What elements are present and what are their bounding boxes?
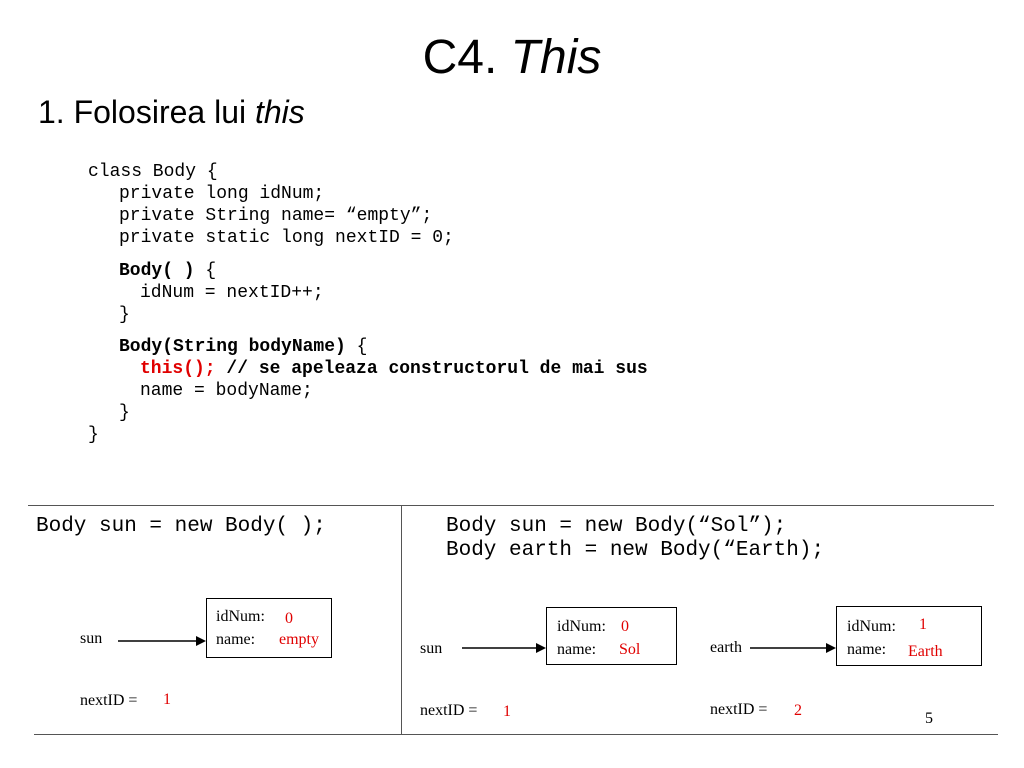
code-ctor2-signature: Body(String bodyName) { — [119, 336, 367, 358]
right-sun-name-label: name: — [557, 641, 597, 658]
right-sun-arrow-icon — [462, 643, 546, 653]
left-panel-code: Body sun = new Body( ); — [36, 515, 326, 538]
code-ctor2-this-line: this(); // se apeleaza constructorul de … — [140, 358, 648, 380]
table-bottom-divider — [34, 734, 998, 735]
ctor2-this-call: this(); — [140, 359, 216, 379]
ctor1-sig: Body( ) — [119, 261, 195, 281]
code-line-class: class Body { — [88, 162, 218, 182]
right-earth-object-box: idNum: 1 name: Earth — [836, 606, 982, 666]
title-prefix: C4. — [422, 31, 511, 84]
right-sun-nextid-label: nextID = — [420, 702, 478, 719]
left-sun-arrow-icon — [118, 636, 206, 646]
page-number: 5 — [925, 710, 933, 727]
right-earth-idnum-value: 1 — [919, 616, 927, 633]
code-ctor2-close: } — [119, 403, 130, 423]
left-nextid-value: 1 — [163, 691, 171, 708]
code-line-idnum: private long idNum; — [119, 184, 325, 204]
right-earth-arrow-icon — [750, 643, 836, 653]
right-earth-nextid-value: 2 — [794, 702, 802, 719]
right-earth-name-value: Earth — [908, 643, 943, 660]
code-line-name: private String name= “empty”; — [119, 206, 433, 226]
right-panel-code-line2: Body earth = new Body(“Earth); — [446, 539, 825, 562]
left-sun-label: sun — [80, 630, 103, 647]
code-class-close: } — [88, 425, 99, 445]
slide-title: C4. This — [0, 28, 1024, 88]
left-name-value: empty — [279, 631, 319, 648]
code-ctor1-close: } — [119, 305, 130, 325]
code-line-nextid: private static long nextID = 0; — [119, 228, 454, 248]
ctor2-sig: Body(String bodyName) — [119, 337, 346, 357]
right-sun-nextid-value: 1 — [503, 703, 511, 720]
left-idnum-value: 0 — [285, 610, 293, 627]
right-sun-name-value: Sol — [619, 641, 641, 658]
ctor1-brace: { — [194, 261, 217, 281]
title-italic: This — [510, 31, 602, 84]
right-sun-idnum-label: idNum: — [557, 618, 606, 635]
code-ctor2-body: name = bodyName; — [140, 381, 313, 401]
left-name-label: name: — [216, 631, 256, 648]
left-nextid-label: nextID = — [80, 692, 138, 709]
slide-subtitle: 1. Folosirea lui this — [38, 90, 305, 134]
code-ctor1-body: idNum = nextID++; — [140, 283, 324, 303]
right-earth-nextid-label: nextID = — [710, 701, 768, 718]
ctor2-brace: { — [345, 337, 368, 357]
right-earth-idnum-label: idNum: — [847, 618, 896, 635]
left-idnum-label: idNum: — [216, 608, 265, 625]
right-earth-label: earth — [710, 639, 742, 656]
right-panel-code-line1: Body sun = new Body(“Sol”); — [446, 515, 787, 538]
subtitle-prefix: 1. Folosirea lui — [38, 94, 255, 130]
left-sun-object-box: idNum: 0 name: empty — [206, 598, 332, 658]
table-column-divider — [401, 505, 402, 734]
right-sun-label: sun — [420, 640, 443, 657]
right-sun-object-box: idNum: 0 name: Sol — [546, 607, 677, 665]
code-ctor1-signature: Body( ) { — [119, 260, 216, 282]
right-earth-name-label: name: — [847, 641, 887, 658]
ctor2-comment: // se apeleaza constructorul de mai sus — [215, 359, 648, 379]
subtitle-italic: this — [254, 94, 305, 130]
right-sun-idnum-value: 0 — [621, 618, 629, 635]
table-top-divider — [28, 505, 994, 506]
